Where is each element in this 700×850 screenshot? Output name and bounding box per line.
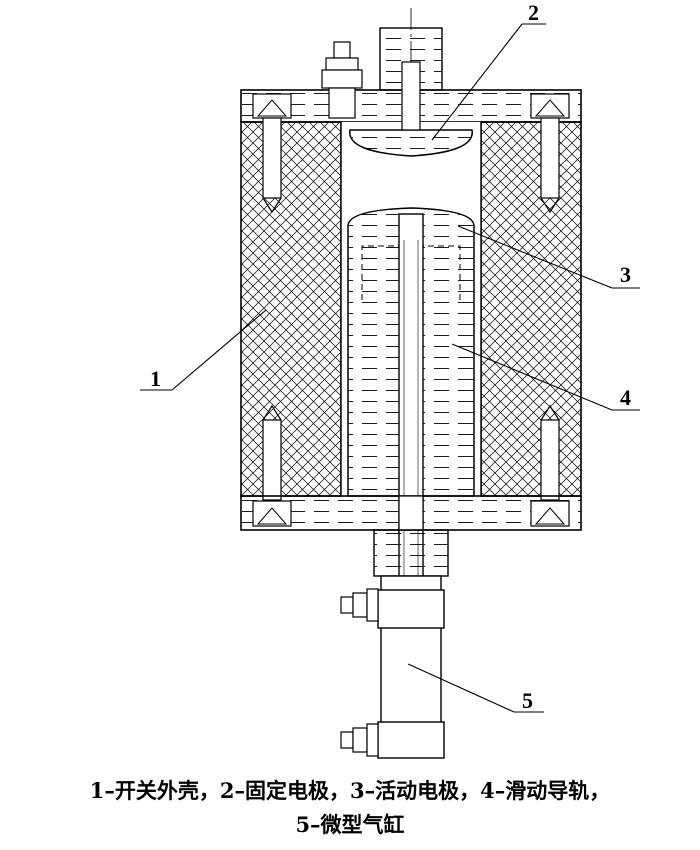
top-fitting [321,41,363,119]
housing-bolts [262,117,560,501]
caption-line-2: 5–微型气缸 [295,812,405,837]
label-part-2: 2 [528,0,539,25]
mini-cylinder [373,529,449,759]
fixed-electrode-stem [401,61,421,131]
switch-structure-diagram: 1 2 3 4 5 [140,0,640,759]
air-fittings [340,588,379,757]
bottom-cover [240,495,582,531]
label-part-5: 5 [522,688,533,713]
label-part-4: 4 [620,385,631,410]
label-part-1: 1 [150,366,161,391]
fixed-electrode [349,129,473,157]
figure-caption: 1–开关外壳，2–固定电极，3–活动电极，4–滑动导轨， 5–微型气缸 [0,774,700,842]
label-part-3: 3 [620,262,631,287]
caption-line-1: 1–开关外壳，2–固定电极，3–活动电极，4–滑动导轨， [89,778,611,803]
leader-lines [140,23,640,713]
